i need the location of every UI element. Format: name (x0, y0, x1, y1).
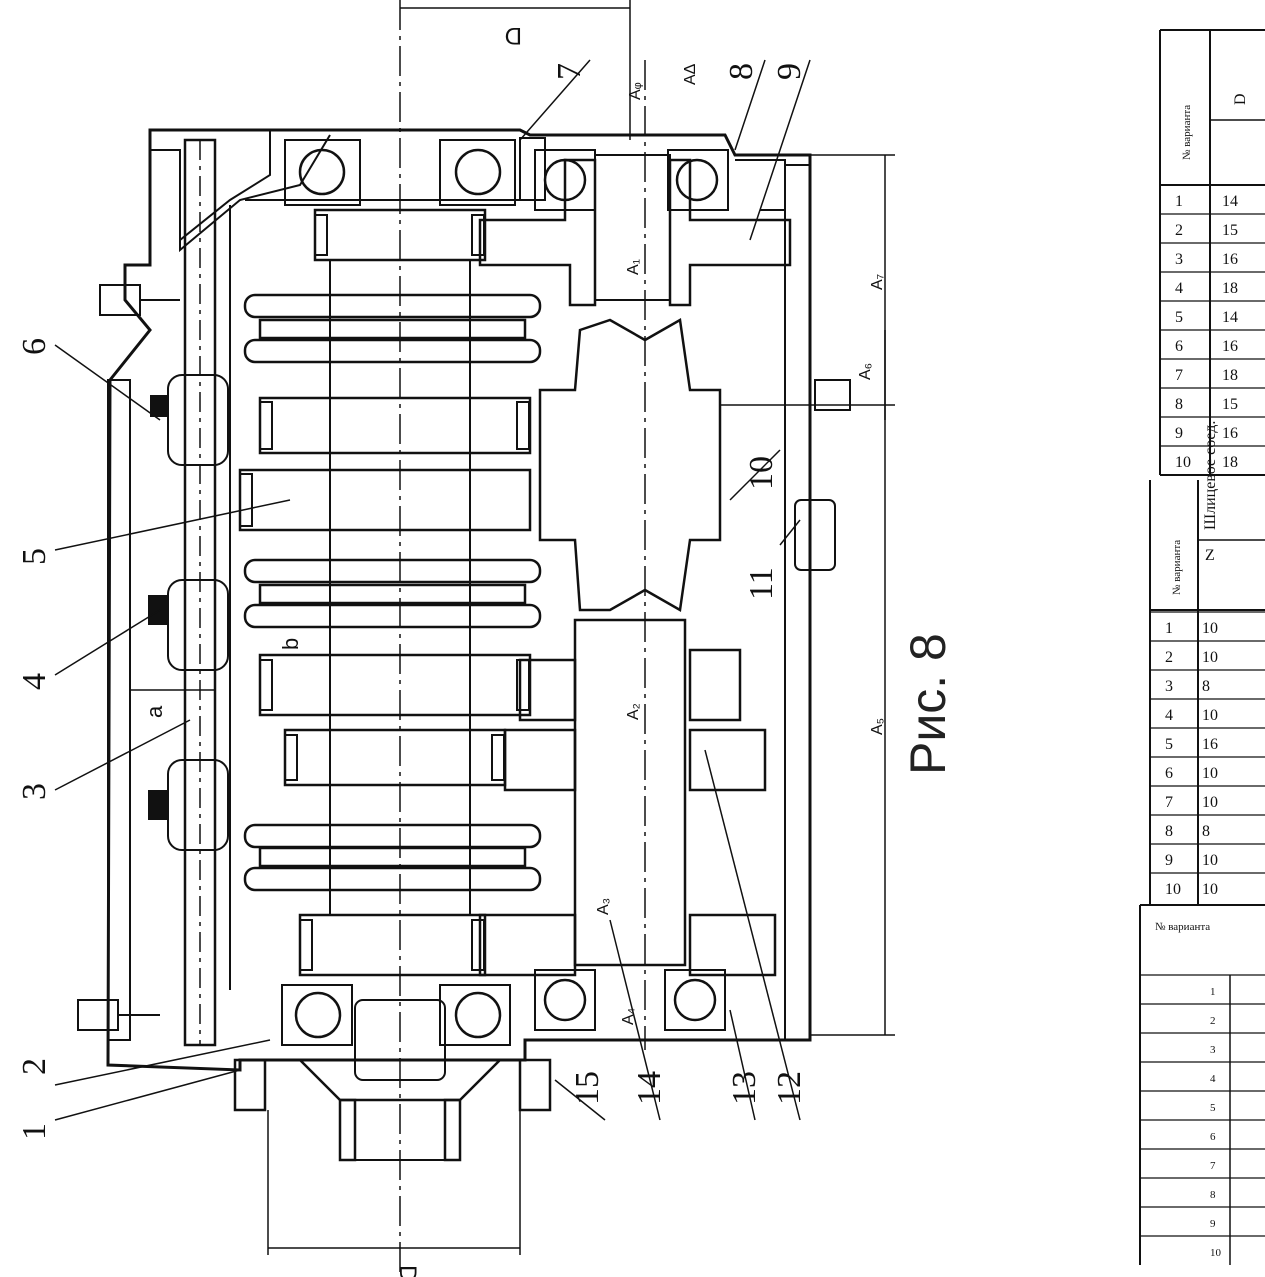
table3-row-number: 6 (1210, 1131, 1216, 1143)
part-label-5: 5 (16, 548, 53, 565)
table1-row-number: 9 (1175, 425, 1183, 442)
bolts (77, 284, 851, 1031)
table1-row-value: 16 (1222, 338, 1238, 355)
table2-row-value: 8 (1202, 823, 1210, 840)
part-label-2: 2 (16, 1058, 53, 1075)
part-label-3: 3 (16, 783, 53, 800)
dim-A1: A₁ (625, 259, 642, 275)
table1-row-value: 18 (1222, 454, 1238, 471)
table1-row-value: 14 (1222, 309, 1238, 326)
table2-row-number: 6 (1165, 765, 1173, 782)
table3-row-number: 3 (1210, 1044, 1216, 1056)
table2-header: № варианта (1171, 540, 1183, 595)
part-label-13: 13 (726, 1071, 763, 1105)
table2-row-value: 10 (1202, 852, 1218, 869)
table3-row-number: 4 (1210, 1073, 1216, 1085)
table1-row-number: 5 (1175, 309, 1183, 326)
part-label-7: 7 (551, 63, 588, 80)
dim-A6: A₆ (857, 363, 874, 380)
table2-row-number: 7 (1165, 794, 1173, 811)
part-label-4: 4 (16, 673, 53, 690)
selector-rod (148, 138, 229, 1047)
dim-a: a (142, 705, 167, 718)
table2-row-number: 9 (1165, 852, 1173, 869)
bearings (281, 139, 729, 1046)
dim-Aphi: Aᵩ (627, 82, 644, 100)
table3-row-number: 8 (1210, 1189, 1216, 1201)
part-label-14: 14 (631, 1071, 668, 1105)
table1-row-value: 16 (1222, 251, 1238, 268)
table2-row-number: 1 (1165, 620, 1173, 637)
table1-row-value: 15 (1222, 222, 1238, 239)
table2-row-number: 8 (1165, 823, 1173, 840)
table1-row-number: 3 (1175, 251, 1183, 268)
table3-row-number: 7 (1210, 1160, 1216, 1172)
table2-row-number: 5 (1165, 736, 1173, 753)
table1-header: № варианта (1181, 105, 1193, 160)
table2-row-number: 4 (1165, 707, 1173, 724)
table1-row-number: 10 (1175, 454, 1191, 471)
output-flange (233, 999, 552, 1162)
table3-header: № варианта (1155, 921, 1210, 933)
part-label-6: 6 (16, 338, 53, 355)
table1-row-value: 15 (1222, 396, 1238, 413)
table2-col-join: Шлицевое соед. (1202, 421, 1219, 530)
primary-shaft (238, 0, 542, 1277)
part-label-10: 10 (743, 456, 780, 490)
dim-b: b (278, 638, 303, 650)
table2-row-number: 10 (1165, 881, 1181, 898)
part-label-12: 12 (771, 1071, 808, 1105)
part-label-11: 11 (743, 567, 780, 600)
table1-col-d: D (1232, 93, 1249, 105)
table2-row-number: 3 (1165, 678, 1173, 695)
figure-caption: Рис. 8 (900, 633, 956, 775)
table1-row-value: 18 (1222, 367, 1238, 384)
part-label-8: 8 (723, 63, 760, 80)
table2-row-value: 10 (1202, 620, 1218, 637)
table2-row-value: 10 (1202, 881, 1218, 898)
dim-Adelta: AΔ (682, 63, 699, 85)
part-label-9: 9 (771, 63, 808, 80)
table3-row-number: 10 (1210, 1247, 1222, 1259)
table2-row-value: 8 (1202, 678, 1210, 695)
table1-row-number: 1 (1175, 193, 1183, 210)
table1-row-number: 7 (1175, 367, 1183, 384)
table2-row-value: 16 (1202, 736, 1218, 753)
table1-row-value: 14 (1222, 193, 1238, 210)
table1-row-value: 18 (1222, 280, 1238, 297)
table1-row-number: 4 (1175, 280, 1183, 297)
dim-D: D (505, 22, 522, 49)
table2-row-value: 10 (1202, 649, 1218, 666)
part-label-15: 15 (569, 1071, 606, 1105)
dim-A3: A₃ (595, 898, 612, 915)
table3-row-number: 1 (1210, 986, 1216, 998)
dim-A4: A₄ (620, 1008, 637, 1025)
table3-row-number: 5 (1210, 1102, 1216, 1114)
table1-row-number: 2 (1175, 222, 1183, 239)
table2-row-value: 10 (1202, 794, 1218, 811)
table2-row-value: 10 (1202, 765, 1218, 782)
dimension-lines (130, 0, 895, 1255)
dim-A7: A₇ (869, 274, 886, 290)
secondary-shaft (478, 60, 792, 1050)
leader-lines (54, 59, 811, 1121)
part-label-1: 1 (16, 1123, 53, 1140)
table1-row-value: 16 (1222, 425, 1238, 442)
table2-col-z: Z (1205, 547, 1215, 564)
dim-A5: A₅ (869, 718, 886, 735)
table3-row-number: 9 (1210, 1218, 1216, 1230)
table3-row-number: 2 (1210, 1015, 1216, 1027)
housing (106, 128, 812, 1072)
table2-row-number: 2 (1165, 649, 1173, 666)
dim-A2: A₂ (625, 703, 642, 720)
table2-row-value: 10 (1202, 707, 1218, 724)
table1-row-number: 8 (1175, 396, 1183, 413)
table1-row-number: 6 (1175, 338, 1183, 355)
dim-D1: D₁ (394, 1265, 421, 1277)
